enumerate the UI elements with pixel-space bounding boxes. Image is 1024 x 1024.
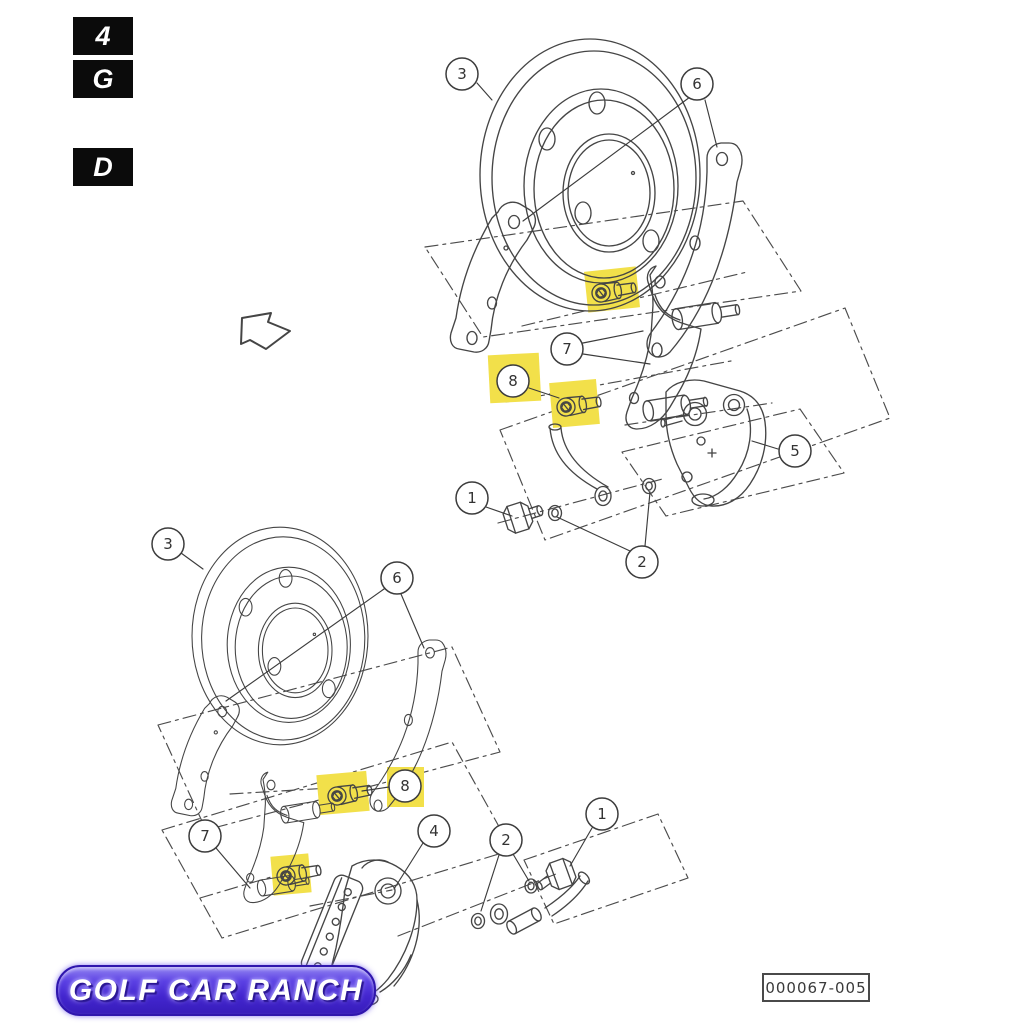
svg-text:4: 4 bbox=[429, 822, 439, 840]
lower-assembly-parts bbox=[170, 526, 591, 1007]
callout-leader-line bbox=[644, 491, 651, 547]
callout-1: 1 bbox=[585, 797, 619, 831]
svg-text:2: 2 bbox=[501, 831, 511, 849]
callout-leader-line bbox=[361, 786, 390, 792]
callout-leader-line bbox=[528, 387, 560, 399]
caliper-upper bbox=[660, 379, 767, 507]
callout-leader-line bbox=[480, 854, 500, 912]
page-index-tab-d: D bbox=[73, 148, 133, 186]
callout-leader-line bbox=[704, 99, 718, 148]
svg-text:3: 3 bbox=[163, 535, 173, 553]
callout-7: 7 bbox=[188, 819, 222, 853]
callout-leader-line bbox=[751, 440, 779, 450]
banjo-bolt-upper bbox=[502, 501, 544, 534]
callout-8: 8 bbox=[388, 769, 422, 803]
callout-2: 2 bbox=[625, 545, 659, 579]
callout-leader-line bbox=[180, 552, 204, 570]
callout-leader-line bbox=[393, 842, 424, 890]
callout-6: 6 bbox=[380, 561, 414, 595]
socket-head-bolt bbox=[556, 395, 602, 417]
svg-text:6: 6 bbox=[392, 569, 402, 587]
socket-head-bolt bbox=[591, 281, 637, 303]
socket-head-bolt bbox=[327, 784, 373, 806]
callout-leader-line bbox=[556, 516, 631, 552]
callout-leader-line bbox=[582, 353, 651, 365]
svg-text:1: 1 bbox=[467, 489, 477, 507]
callout-leader-line bbox=[225, 588, 385, 702]
callout-3: 3 bbox=[151, 527, 185, 561]
svg-text:7: 7 bbox=[562, 340, 572, 358]
callout-leader-line bbox=[485, 506, 513, 517]
callout-2: 2 bbox=[489, 823, 523, 857]
callout-leader-line bbox=[522, 96, 691, 222]
upper-assembly-parts bbox=[240, 38, 767, 534]
callout-leader-line bbox=[582, 330, 644, 344]
highlight-marker bbox=[316, 770, 370, 816]
callout-8: 8 bbox=[496, 364, 530, 398]
banjo-bolt-lower bbox=[536, 857, 577, 891]
figure-number-box: 000067-005 bbox=[762, 973, 870, 1002]
page-index-tab-4: 4 bbox=[73, 17, 133, 55]
callout-6: 6 bbox=[680, 67, 714, 101]
golf-car-ranch-logo: GOLF CAR RANCH bbox=[56, 965, 376, 1016]
page-index-tab-g: G bbox=[73, 60, 133, 98]
svg-text:5: 5 bbox=[790, 442, 800, 460]
socket-head-bolt bbox=[276, 864, 322, 886]
callout-leader-line bbox=[400, 593, 425, 649]
callout-leader-line bbox=[215, 847, 251, 889]
svg-text:1: 1 bbox=[597, 805, 607, 823]
callout-3: 3 bbox=[445, 57, 479, 91]
callout-leader-line bbox=[569, 827, 593, 867]
svg-text:6: 6 bbox=[692, 75, 702, 93]
callout-7: 7 bbox=[550, 332, 584, 366]
svg-text:7: 7 bbox=[200, 827, 210, 845]
svg-text:2: 2 bbox=[637, 553, 647, 571]
svg-text:3: 3 bbox=[457, 65, 467, 83]
callout-1: 1 bbox=[455, 481, 489, 515]
callout-leader-line bbox=[512, 853, 530, 882]
svg-text:8: 8 bbox=[508, 372, 518, 390]
svg-text:8: 8 bbox=[400, 777, 410, 795]
brake-hose-upper bbox=[502, 423, 657, 534]
upper-assembly-annotations: 3 6 7 8 5 1 2 bbox=[445, 57, 812, 579]
callout-leader-line bbox=[476, 82, 493, 101]
callout-5: 5 bbox=[778, 434, 812, 468]
lower-assembly-annotations: 3 6 8 7 4 2 1 bbox=[151, 527, 619, 912]
brake-hose-lower bbox=[470, 857, 591, 935]
callout-4: 4 bbox=[417, 814, 451, 848]
forward-direction-arrow bbox=[240, 312, 291, 350]
